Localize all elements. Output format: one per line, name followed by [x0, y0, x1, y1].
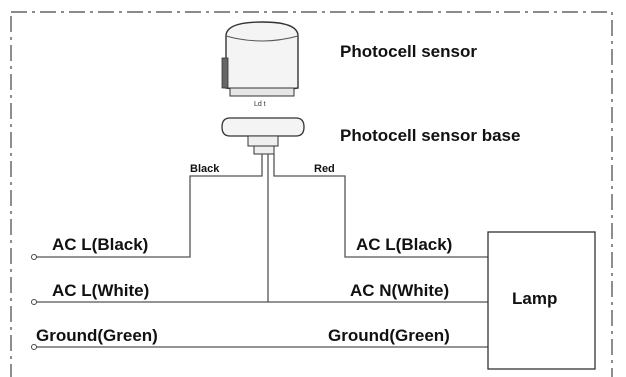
black-wire-label: Black: [190, 163, 220, 175]
red-wire: [273, 154, 488, 258]
terminal-icon: [31, 254, 37, 260]
photocell-base-icon: [221, 117, 305, 155]
left-line-3: Ground(Green): [36, 326, 158, 345]
lamp-box: [487, 231, 596, 370]
terminal-icon: [31, 344, 37, 350]
black-wire: [36, 154, 263, 258]
terminal-icon: [31, 299, 37, 305]
lamp-label: Lamp: [512, 289, 557, 308]
photocell-base-label: Photocell sensor base: [340, 126, 520, 145]
left-line-1: AC L(Black): [52, 235, 148, 254]
right-line-3: Ground(Green): [328, 326, 450, 345]
photocell-sensor-icon: [221, 21, 299, 97]
right-line-2: AC N(White): [350, 281, 449, 300]
right-line-1: AC L(Black): [356, 235, 452, 254]
photocell-sensor-label: Photocell sensor: [340, 42, 477, 61]
dashed-frame: [10, 11, 613, 377]
wires: [36, 154, 488, 348]
left-line-2: AC L(White): [52, 281, 149, 300]
sensor-mark: Ld t: [254, 101, 266, 108]
red-wire-label: Red: [314, 163, 335, 175]
